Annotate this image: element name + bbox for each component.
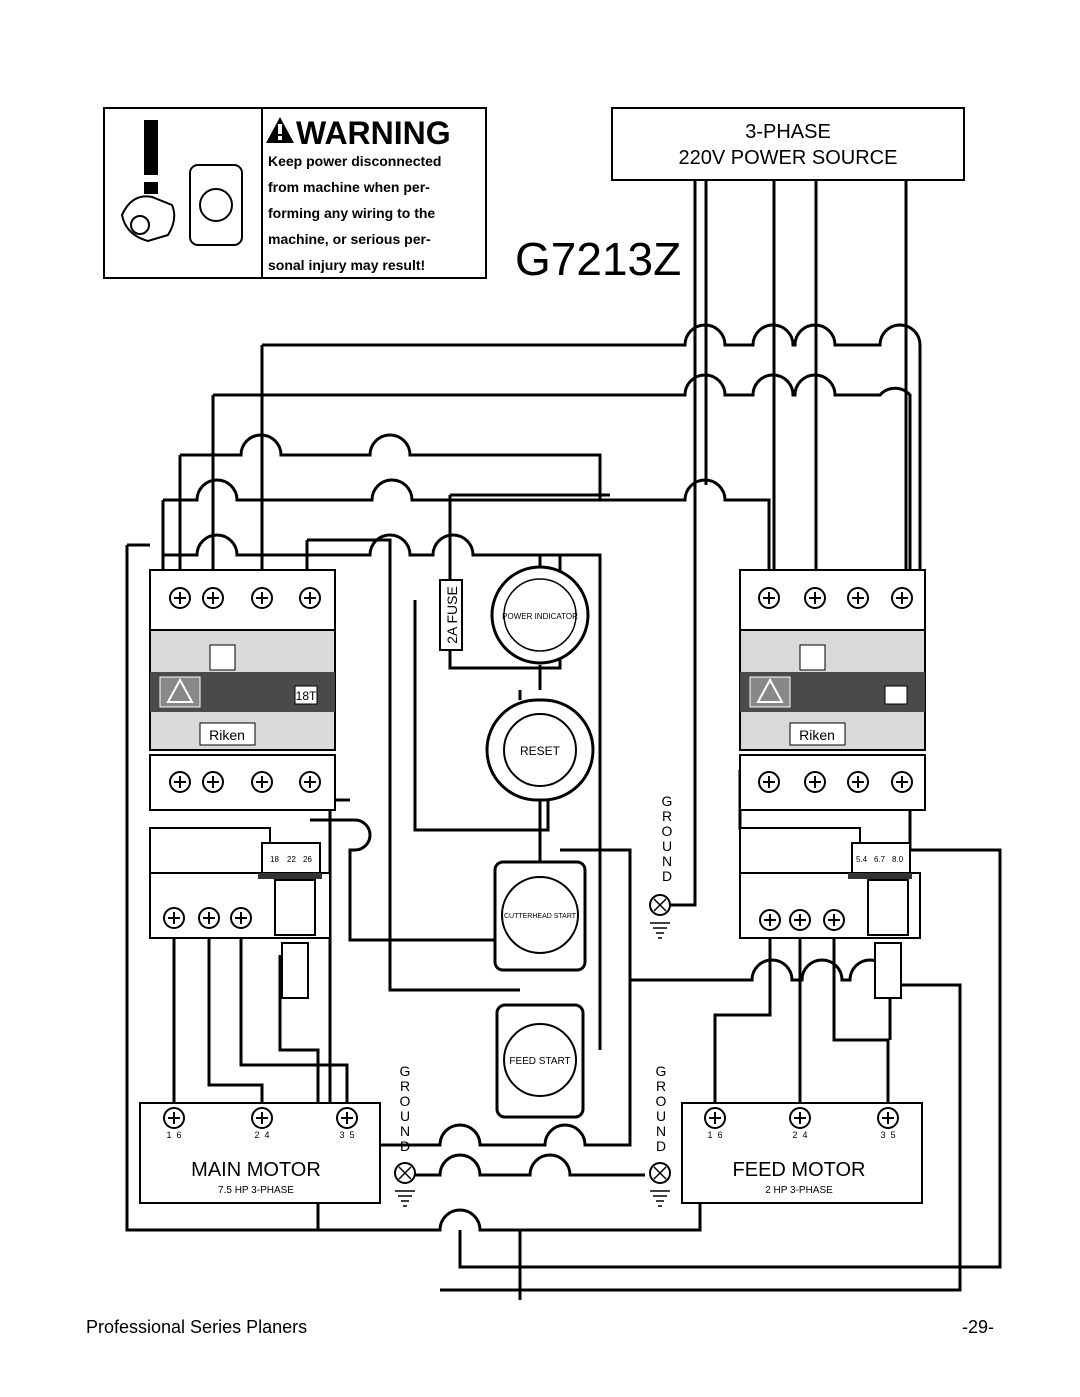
power-indicator: POWER INDICATOR <box>490 565 590 665</box>
cutterhead-start-label: CUTTERHEAD START <box>504 913 577 920</box>
power-source-line1: 3-PHASE <box>745 121 831 143</box>
feed-start-label: FEED START <box>509 1056 570 1067</box>
feed-motor-terminal-1: 1 6 <box>707 1130 722 1140</box>
ground-letter-l2: R <box>400 1078 410 1094</box>
power-source-box: 3-PHASE 220V POWER SOURCE <box>611 107 965 181</box>
wires <box>125 180 1002 1300</box>
ground-letter-c3: O <box>662 823 673 839</box>
ground-letter-r1: G <box>656 1063 667 1079</box>
warning-line-5: sonal injury may result! <box>268 257 425 273</box>
feed-motor: 1 6 2 4 3 5 FEED MOTOR 2 HP 3-PHASE <box>681 1102 923 1204</box>
left-contactor: 18T Riken 18 22 26 <box>149 569 336 999</box>
main-motor-terminal-3: 3 5 <box>339 1130 354 1140</box>
warning-line-1: Keep power disconnected <box>268 153 441 169</box>
ground-letter-l6: D <box>400 1138 410 1154</box>
right-contactor-brand: Riken <box>799 727 835 743</box>
ground-letter-c2: R <box>662 808 672 824</box>
left-overload-scale-2: 22 <box>287 855 296 864</box>
right-contactor: Riken 5.4 6.7 8.0 <box>739 569 926 999</box>
right-overload-scale-2: 6.7 <box>874 855 886 864</box>
ground-letter-r4: U <box>656 1108 666 1124</box>
main-motor: 1 6 2 4 3 5 MAIN MOTOR 7.5 HP 3-PHASE <box>139 1102 381 1204</box>
left-contactor-timer: 18T <box>296 689 317 703</box>
warning-line-4: machine, or serious per- <box>268 231 431 247</box>
left-overload-scale-1: 18 <box>270 855 279 864</box>
plug-icon <box>120 164 243 246</box>
feed-motor-terminal-3: 3 5 <box>880 1130 895 1140</box>
left-overload-scale-3: 26 <box>303 855 312 864</box>
ground-icon-center <box>649 894 671 939</box>
page-number: -29- <box>961 1317 994 1337</box>
reset-label: RESET <box>520 744 561 758</box>
ground-letter-l3: O <box>400 1093 411 1109</box>
ground-letter-c6: D <box>662 868 672 884</box>
main-motor-subtitle: 7.5 HP 3-PHASE <box>218 1185 294 1196</box>
ground-letter-c4: U <box>662 838 672 854</box>
ground-letter-l4: U <box>400 1108 410 1124</box>
power-indicator-label: POWER INDICATOR <box>502 612 578 621</box>
main-motor-terminal-2: 2 4 <box>254 1130 269 1140</box>
ground-label-left: G R O U N D <box>400 1063 411 1154</box>
main-motor-title: MAIN MOTOR <box>191 1159 321 1181</box>
model-number: G7213Z <box>515 233 681 285</box>
warning-line-3: forming any wiring to the <box>268 205 435 221</box>
footer-title: Professional Series Planers <box>86 1317 308 1337</box>
fuse-label: 2A FUSE <box>444 586 460 644</box>
ground-letter-r3: O <box>656 1093 667 1109</box>
feed-motor-title: FEED MOTOR <box>733 1159 866 1181</box>
cutterhead-start-button: CUTTERHEAD START <box>493 860 587 972</box>
ground-icon-right <box>649 1162 671 1207</box>
fuse: 2A FUSE <box>439 579 463 651</box>
feed-motor-subtitle: 2 HP 3-PHASE <box>765 1185 833 1196</box>
ground-icon-left <box>394 1162 416 1207</box>
ground-letter-r5: N <box>656 1123 666 1139</box>
reset-button: RESET <box>485 698 595 802</box>
ground-letter-l1: G <box>400 1063 411 1079</box>
ground-letter-c1: G <box>662 793 673 809</box>
feed-motor-terminal-2: 2 4 <box>792 1130 807 1140</box>
warning-title: WARNING <box>296 115 451 151</box>
left-contactor-brand: Riken <box>209 727 245 743</box>
ground-letter-c5: N <box>662 853 672 869</box>
ground-label-center: G R O U N D <box>662 793 673 884</box>
warning-line-2: from machine when per- <box>268 179 430 195</box>
ground-letter-l5: N <box>400 1123 410 1139</box>
main-motor-terminal-1: 1 6 <box>166 1130 181 1140</box>
feed-start-button: FEED START <box>495 1003 585 1119</box>
ground-label-right: G R O U N D <box>656 1063 667 1154</box>
ground-letter-r2: R <box>656 1078 666 1094</box>
right-overload-scale-3: 8.0 <box>892 855 904 864</box>
warning-box: WARNING Keep power disconnected from mac… <box>103 107 487 279</box>
power-source-line2: 220V POWER SOURCE <box>679 147 898 169</box>
warning-triangle-icon <box>266 117 294 143</box>
exclamation-icon <box>144 120 158 194</box>
ground-letter-r6: D <box>656 1138 666 1154</box>
right-overload-scale-1: 5.4 <box>856 855 868 864</box>
